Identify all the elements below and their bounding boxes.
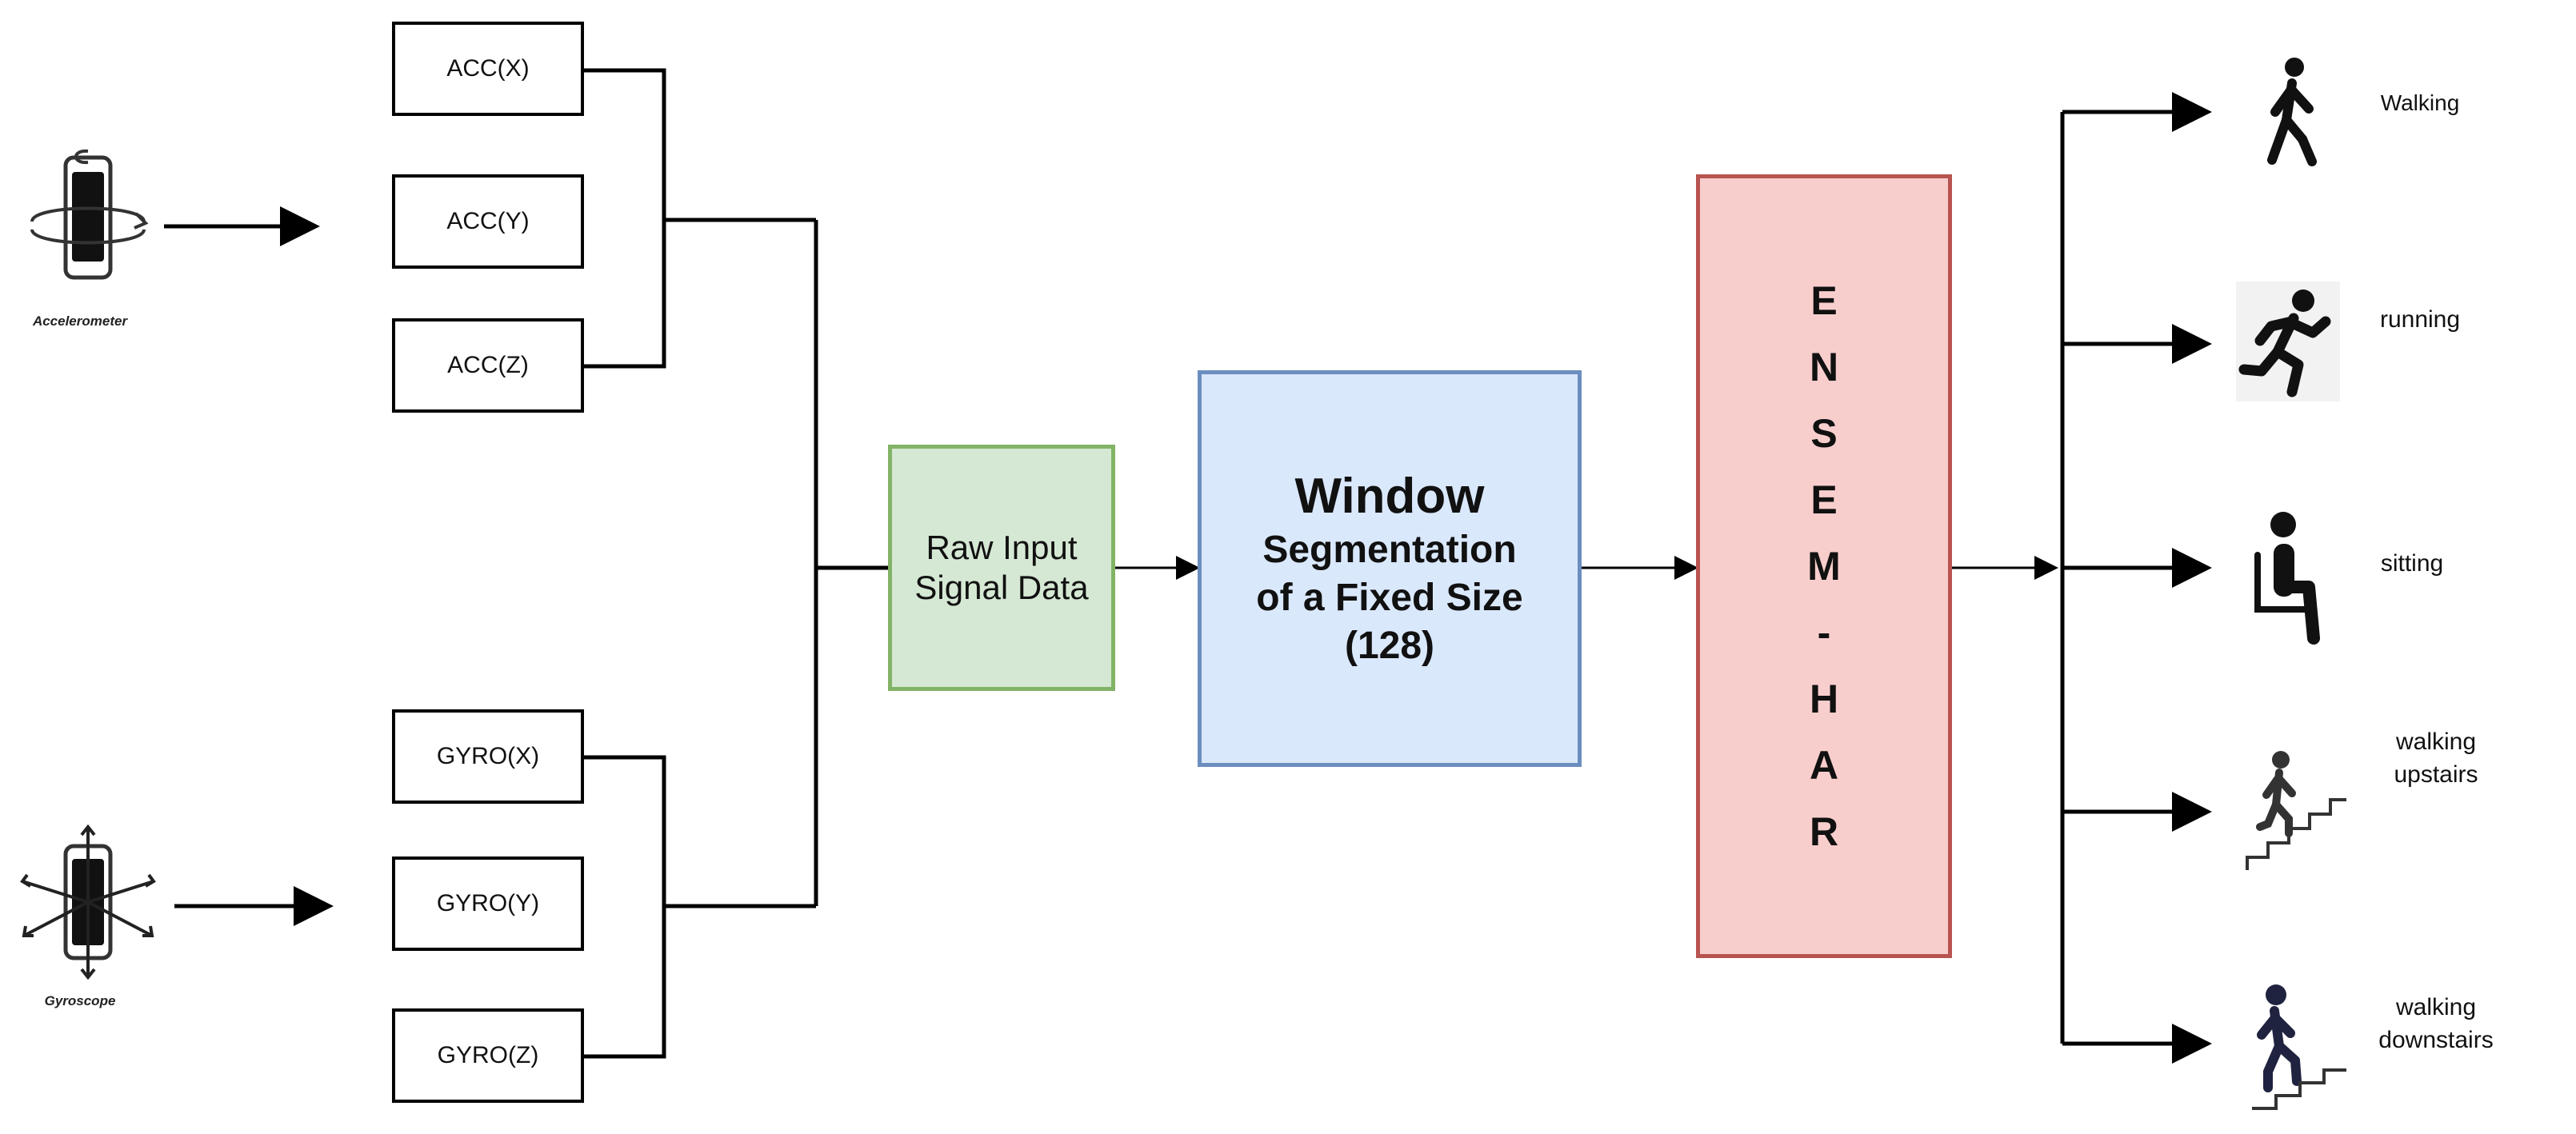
ensem-letter: N [1809,344,1839,389]
ensem-letter: A [1809,742,1839,788]
ensem-letter: H [1809,676,1839,721]
window-segmentation-box: Window Segmentation of a Fixed Size (128… [1198,370,1582,767]
ensem-letter: - [1817,609,1831,655]
ensem-letter: M [1807,543,1841,589]
acc-y-box: ACC(Y) [392,174,584,269]
window-line-2: of a Fixed Size [1256,577,1523,620]
running-person-icon [2236,282,2340,401]
gyroscope-icon [20,824,156,980]
window-title: Window [1294,468,1485,524]
activity-label-running: running [2379,306,2461,333]
raw-input-box: Raw Input Signal Data [888,445,1115,691]
activity-label-walking: Walking [2380,90,2460,115]
upstairs-person-icon [2246,751,2346,870]
accelerometer-label: Accelerometer [32,313,128,329]
window-line-3: (128) [1344,625,1435,668]
ensem-letter: S [1810,410,1838,456]
gyro-z-box: GYRO(Z) [392,1008,584,1103]
sitting-person-icon [2254,512,2320,645]
window-line-1: Segmentation [1262,529,1517,572]
downstairs-person-icon [2252,984,2346,1110]
activity-label-downstairs: walking downstairs [2378,994,2494,1053]
raw-input-label: Raw Input Signal Data [914,528,1089,606]
ensem-letter: E [1810,278,1838,323]
gyro-bracket [584,755,666,1059]
activity-label-upstairs: walking upstairs [2394,729,2478,788]
walking-person-icon [2267,58,2317,166]
ensem-letter: E [1810,477,1838,522]
ensem-har-box: E N S E M - H A R [1696,174,1952,958]
gyroscope-label: Gyroscope [44,993,116,1008]
gyro-x-box: GYRO(X) [392,709,584,804]
acc-z-box: ACC(Z) [392,318,584,413]
acc-x-box: ACC(X) [392,22,584,116]
acc-bracket [584,68,666,369]
activity-label-sitting: sitting [2380,550,2444,577]
gyro-y-box: GYRO(Y) [392,856,584,951]
accelerometer-icon [30,149,149,280]
ensem-letter: R [1809,809,1839,854]
